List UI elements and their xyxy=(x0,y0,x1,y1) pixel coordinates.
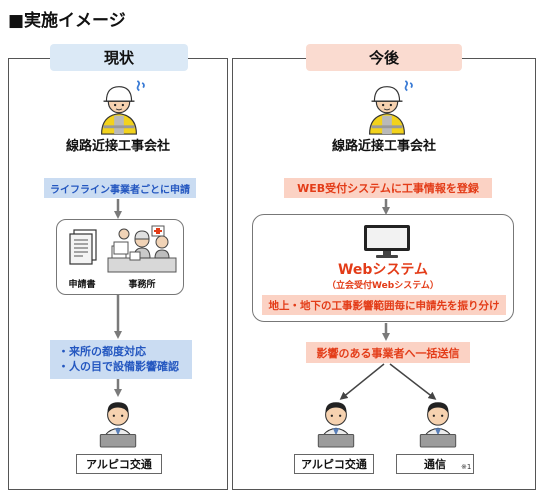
future-step-broadcast: 影響のある事業者へ一括送信 xyxy=(306,342,470,363)
current-recipient: アルピコ交通 xyxy=(76,454,162,474)
current-header: 現状 xyxy=(50,44,188,71)
page-title: ■実施イメージ xyxy=(8,11,126,31)
footnote-marker: ※1 xyxy=(461,463,472,471)
office-worker-laptop-icon xyxy=(414,396,462,448)
future-recipient-alpico: アルピコ交通 xyxy=(294,454,374,474)
future-header: 今後 xyxy=(306,44,462,71)
office-label: 事務所 xyxy=(128,280,156,290)
current-step-apply: ライフライン事業者ごとに申請 xyxy=(44,178,196,198)
web-system-name: Webシステム xyxy=(337,262,429,278)
office-staff-icon xyxy=(106,224,178,274)
arrow-future-left xyxy=(339,363,385,400)
future-recipient-telecom: 通信 xyxy=(396,454,474,474)
office-worker-laptop-icon xyxy=(312,396,360,448)
construction-worker-icon xyxy=(90,76,148,136)
arrow-future-right xyxy=(389,363,437,400)
construction-worker-icon xyxy=(358,76,416,136)
web-system-subtitle: （立会受付Webシステム） xyxy=(327,281,439,291)
future-step-register: WEB受付システムに工事情報を登録 xyxy=(284,178,492,198)
issue-item: ・来所の都度対応 xyxy=(58,345,146,358)
computer-monitor-icon xyxy=(362,223,412,259)
future-step-route: 地上・地下の工事影響範囲毎に申請先を振り分け xyxy=(262,295,506,315)
current-issues-box: ・来所の都度対応 ・人の目で設備影響確認 xyxy=(50,340,192,379)
office-worker-laptop-icon xyxy=(94,396,142,448)
application-document-icon xyxy=(68,228,98,268)
current-company-name: 線路近接工事会社 xyxy=(65,139,170,154)
application-document-label: 申請書 xyxy=(68,280,96,290)
future-company-name: 線路近接工事会社 xyxy=(331,139,436,154)
issue-item: ・人の目で設備影響確認 xyxy=(58,360,179,373)
